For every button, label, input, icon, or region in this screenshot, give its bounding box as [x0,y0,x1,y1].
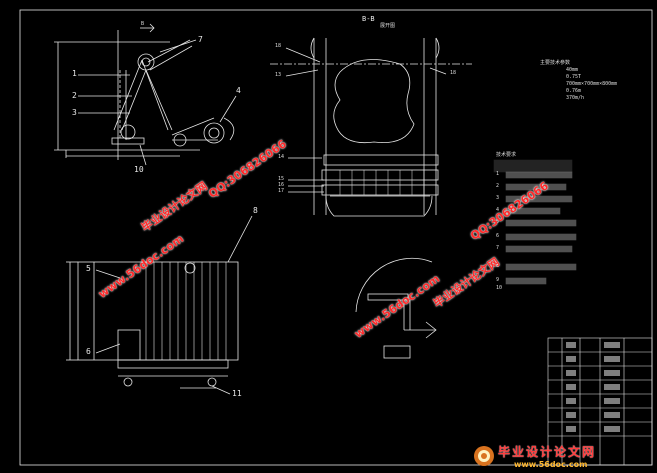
tech-req-num: 2 [496,183,500,189]
part-label-2: 2 [72,91,77,100]
title-block [547,337,653,466]
drawing-frame [19,9,653,466]
tech-param-row: 370m/h [566,95,585,101]
part-label-5: 5 [86,264,91,273]
tech-param-row: 40mm [566,67,579,73]
tech-param-row: 0.75T [566,74,582,80]
tech-param-row: 0.76m [566,88,582,94]
tech-req-num: 6 [496,233,500,239]
tech-req-num: 1 [496,171,500,177]
tech-req-block [493,159,577,285]
tech-req-num: 7 [496,245,500,251]
section-subtitle: 展开图 [380,23,396,29]
part-label-4: 4 [236,86,241,95]
tech-req-num: 10 [496,285,503,291]
tech-req-num: 9 [496,277,500,283]
part-label-10: 10 [134,165,144,174]
part-label-18a: 18 [275,43,282,49]
part-label-8: 8 [253,206,258,215]
part-label-13: 13 [275,72,282,78]
tech-req-num: 5 [496,219,500,225]
tech-req-num: 8 [496,263,500,269]
tech-req-num: 3 [496,195,500,201]
part-label-14: 14 [278,154,285,160]
tech-params-title: 主要技术参数 [540,60,571,66]
footer-site-name: 毕业设计论文网 [498,445,597,459]
part-label-1: 1 [72,69,77,78]
tech-req-title: 技术要求 [496,152,517,158]
part-label-6: 6 [86,347,91,356]
footer-site-url: www.56doc.com [514,460,588,469]
view-mark: B [141,21,145,27]
part-label-11: 11 [232,389,242,398]
side-view [66,215,253,395]
section-view [270,37,472,217]
part-label-18b: 18 [450,70,457,76]
detail-view [355,257,437,359]
tech-req-num: 4 [496,207,500,213]
part-label-7: 7 [198,35,203,44]
tech-param-row: 700mm×700mm×800mm [566,81,618,87]
section-title: B-B [362,15,375,23]
part-label-16: 16 [278,182,285,188]
site-logo-icon [474,446,494,466]
part-label-3: 3 [72,108,77,117]
part-label-17: 17 [278,188,285,194]
front-view [54,23,237,166]
part-label-15: 15 [278,176,285,182]
